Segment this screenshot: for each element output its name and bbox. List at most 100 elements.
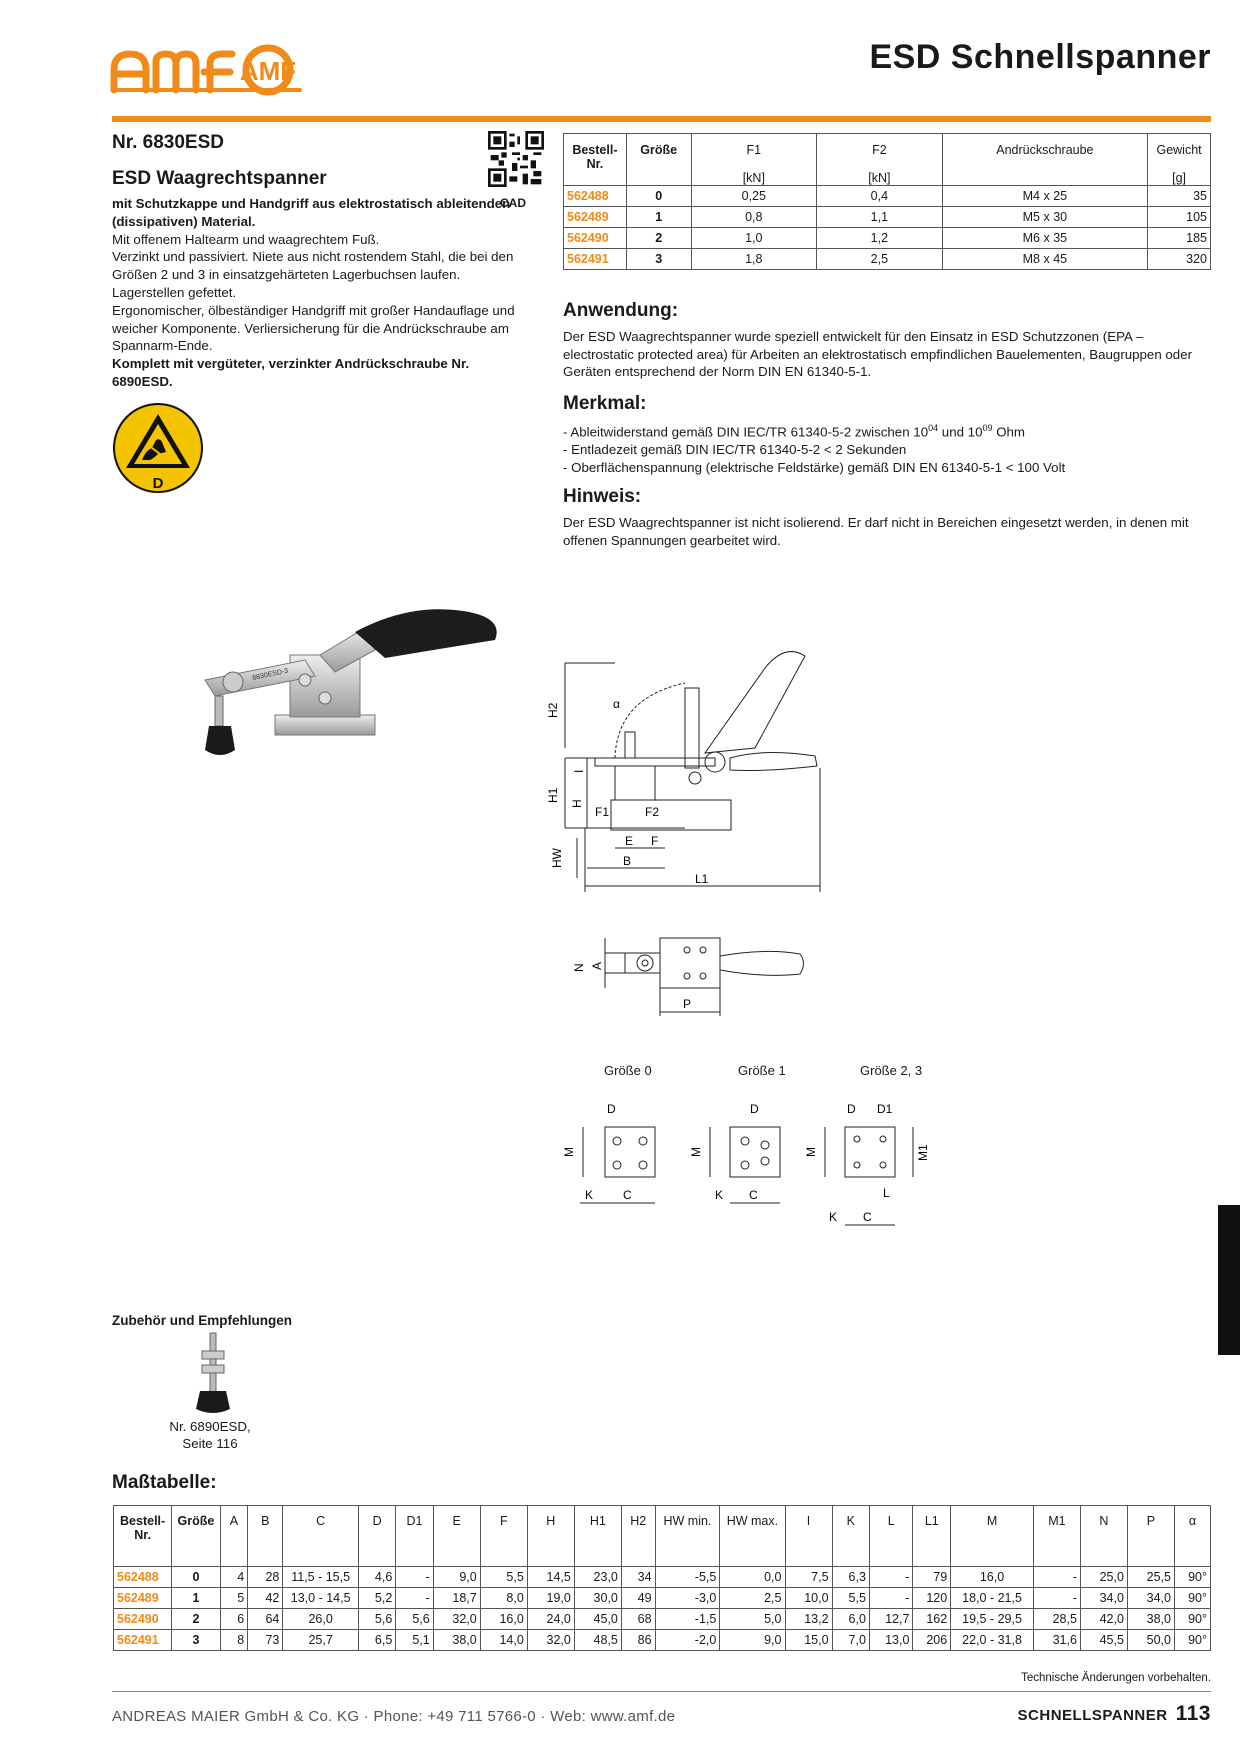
- order-number-link[interactable]: 562490: [112, 1608, 173, 1630]
- dim-col-header: HW max.: [719, 1505, 786, 1567]
- order-number-link[interactable]: 562489: [563, 206, 627, 228]
- dim-label-c: C: [623, 1188, 632, 1202]
- footer-section-name: SCHNELLSPANNER: [1017, 1707, 1168, 1724]
- feature-item: - Ableitwiderstand gemäß DIN IEC/TR 6134…: [563, 423, 1026, 440]
- dim-cell: 26,0: [282, 1608, 359, 1630]
- dim-cell: 34,0: [1126, 1587, 1176, 1609]
- dim-cell: 4,6: [357, 1566, 397, 1588]
- disclaimer: Technische Änderungen vorbehalten.: [1021, 1672, 1211, 1684]
- dim-label-n: N: [572, 963, 586, 972]
- dim-label-k: K: [585, 1188, 593, 1202]
- dim-cell: 206: [912, 1629, 952, 1651]
- order-number-link[interactable]: 562489: [112, 1587, 173, 1609]
- dim-cell: 7,0: [831, 1629, 870, 1651]
- esd-badge-letter: D: [153, 475, 164, 492]
- col-f2: F2[kN]: [816, 133, 943, 186]
- cad-label[interactable]: CAD: [500, 196, 526, 210]
- dim-label-p: P: [683, 997, 691, 1011]
- col-screw: Andrückschraube: [941, 133, 1149, 186]
- dim-col-header: N: [1079, 1505, 1128, 1567]
- size-1-label: Größe 1: [738, 1063, 786, 1078]
- dim-cell: 34,0: [1079, 1587, 1128, 1609]
- accessory-caption[interactable]: Nr. 6890ESD, Seite 116: [150, 1418, 270, 1452]
- order-number-link[interactable]: 562490: [563, 227, 627, 249]
- dim-cell: 6,3: [831, 1566, 870, 1588]
- order-cell: 185: [1147, 227, 1211, 249]
- footer-section: SCHNELLSPANNER 113: [1018, 1702, 1211, 1726]
- dim-label-alpha: α: [613, 697, 620, 711]
- dim-cell: 68: [620, 1608, 656, 1630]
- dim-cell: 45,5: [1079, 1629, 1128, 1651]
- dim-col-header: M1: [1032, 1505, 1081, 1567]
- footer-rule: [112, 1691, 1211, 1692]
- pressure-screw-image[interactable]: [190, 1332, 236, 1415]
- dim-cell: 11,5 - 15,5: [282, 1566, 359, 1588]
- dim-cell: 73: [247, 1629, 284, 1651]
- dim-cell: 90°: [1174, 1629, 1211, 1651]
- dim-cell: 5,6: [357, 1608, 397, 1630]
- features-list: - Ableitwiderstand gemäß DIN IEC/TR 6134…: [563, 420, 1203, 476]
- dim-col-header: F: [479, 1505, 528, 1567]
- esd-warning-icon: D: [113, 403, 203, 493]
- dim-col-header: α: [1174, 1505, 1211, 1567]
- dim-cell: -: [1032, 1587, 1081, 1609]
- dim-col-header: P: [1126, 1505, 1176, 1567]
- order-cell: 2: [625, 227, 692, 249]
- order-number-link[interactable]: 562488: [112, 1566, 173, 1588]
- dim-cell: 2: [171, 1608, 221, 1630]
- dim-label-l1: L1: [695, 872, 709, 886]
- dim-col-header: D1: [395, 1505, 434, 1567]
- description-paragraph: Verzinkt und passiviert. Niete aus nicht…: [112, 249, 514, 300]
- dim-cell: 25,0: [1079, 1566, 1128, 1588]
- page-number: 113: [1175, 1702, 1211, 1725]
- order-number-link[interactable]: 562488: [563, 185, 627, 207]
- feature-item: - Oberflächenspannung (elektrische Felds…: [563, 459, 1066, 475]
- dim-col-header: E: [432, 1505, 481, 1567]
- dim-col-header: B: [247, 1505, 284, 1567]
- dim-cell: 86: [620, 1629, 656, 1651]
- dim-cell: 6: [219, 1608, 249, 1630]
- dim-cell: 5: [219, 1587, 249, 1609]
- dim-cell: 13,0: [868, 1629, 914, 1651]
- order-cell: 3: [625, 248, 692, 270]
- header-rule: [112, 116, 1211, 122]
- dim-col-header: H2: [620, 1505, 656, 1567]
- dim-cell: -5,5: [654, 1566, 721, 1588]
- order-cell: M5 x 30: [941, 206, 1149, 228]
- note-heading: Hinweis:: [563, 486, 642, 507]
- logo-text: AMF: [240, 56, 296, 86]
- dim-label-k: K: [829, 1210, 837, 1224]
- dim-cell: 0: [171, 1566, 221, 1588]
- qr-code-icon[interactable]: [488, 131, 544, 187]
- dim-cell: 5,5: [479, 1566, 528, 1588]
- description-paragraph: mit Schutzkappe und Handgriff aus elektr…: [112, 196, 511, 229]
- dim-cell: 9,0: [432, 1566, 481, 1588]
- dim-label-a: A: [590, 962, 604, 970]
- order-number-link[interactable]: 562491: [563, 248, 627, 270]
- dim-label-d1: D1: [877, 1102, 893, 1116]
- dim-cell: 162: [912, 1608, 952, 1630]
- dim-cell: 2,5: [719, 1587, 786, 1609]
- dim-cell: 6,5: [357, 1629, 397, 1651]
- dim-col-header: D: [357, 1505, 397, 1567]
- dim-cell: 49: [620, 1587, 656, 1609]
- description-paragraph: Ergonomischer, ölbeständiger Handgriff m…: [112, 302, 515, 354]
- size-0-label: Größe 0: [604, 1063, 652, 1078]
- dim-cell: 0,0: [719, 1566, 786, 1588]
- order-number-link[interactable]: 562491: [112, 1629, 173, 1651]
- dim-cell: 9,0: [719, 1629, 786, 1651]
- dim-cell: 1: [171, 1587, 221, 1609]
- order-cell: 1,0: [690, 227, 818, 249]
- dim-cell: -1,5: [654, 1608, 721, 1630]
- dim-cell: 90°: [1174, 1608, 1211, 1630]
- dim-cell: 30,0: [573, 1587, 622, 1609]
- dim-cell: -3,0: [654, 1587, 721, 1609]
- dim-cell: 5,5: [831, 1587, 870, 1609]
- dim-cell: 19,0: [526, 1587, 575, 1609]
- dim-col-header: A: [219, 1505, 249, 1567]
- dim-label-d: D: [607, 1102, 616, 1116]
- order-cell: 2,5: [816, 248, 943, 270]
